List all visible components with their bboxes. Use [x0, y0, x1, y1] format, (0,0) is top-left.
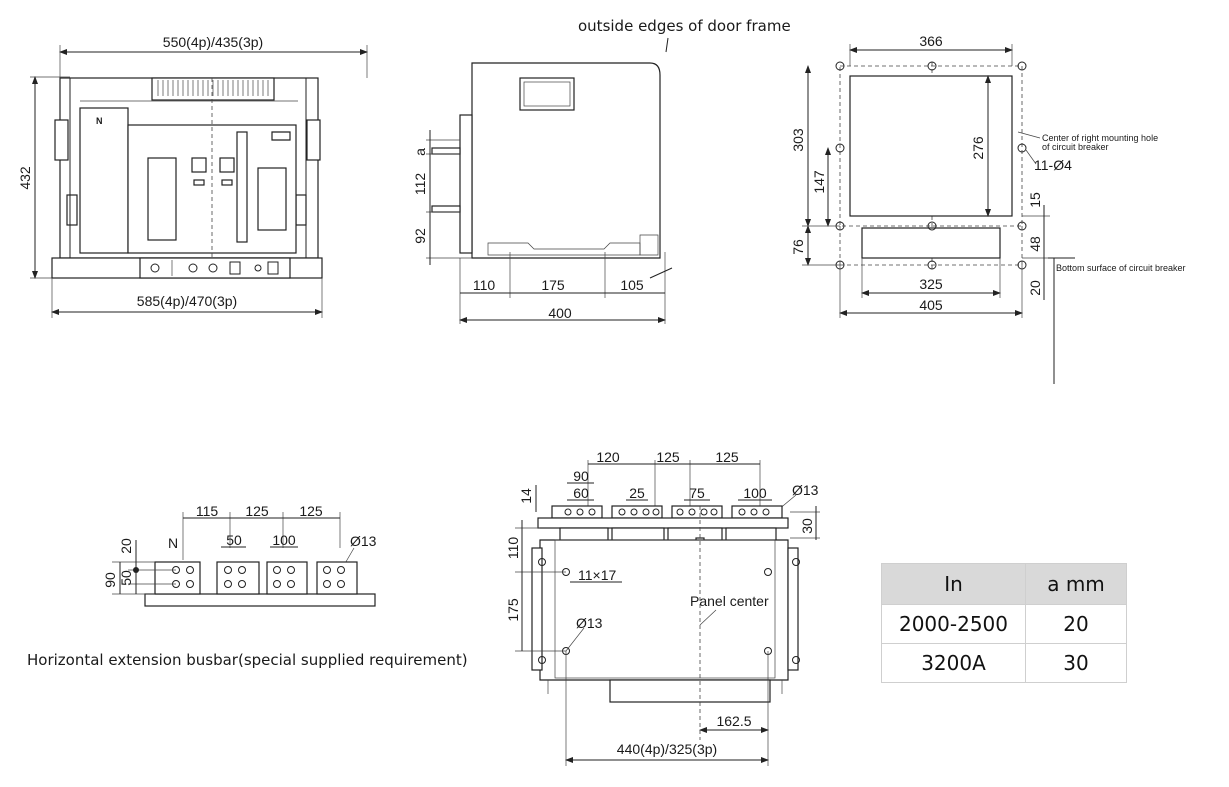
side-dim-105: 105: [620, 277, 644, 293]
mount-dim-15: 15: [1027, 192, 1043, 208]
mount-dim-147: 147: [811, 170, 827, 194]
panel-dim-125a: 125: [656, 449, 680, 465]
mounting-view: 366 303 147 76 276 15 48 20: [790, 33, 1186, 384]
side-dim-175: 175: [541, 277, 565, 293]
panel-dim-30: 30: [799, 518, 815, 534]
side-dim-400: 400: [548, 305, 572, 321]
mount-note-bottom: Bottom surface of circuit breaker: [1056, 263, 1186, 273]
mount-dim-405: 405: [919, 297, 943, 313]
mount-dim-76: 76: [790, 239, 806, 255]
mount-note-line2: of circuit breaker: [1042, 142, 1109, 152]
panel-dim-120: 120: [596, 449, 620, 465]
table-row: 3200A 30: [881, 643, 1127, 683]
busbar-dim-90: 90: [102, 572, 118, 588]
side-dim-112: 112: [412, 173, 428, 196]
spec-header-a: a mm: [1025, 563, 1127, 605]
panel-dim-125b: 125: [715, 449, 739, 465]
panel-dim-175: 175: [505, 598, 521, 622]
side-view: outside edges of door frame a 112 92 110…: [412, 17, 791, 324]
panel-center-label: Panel center: [690, 593, 769, 609]
panel-hole-top: Ø13: [792, 482, 819, 498]
spec-cell: 3200A: [881, 643, 1026, 683]
busbar-view: 115 125 125 50 100 N Ø13 20 90 50: [27, 503, 468, 669]
panel-view: 120 125 125 90 60 25 75 100 14 Ø13 30: [505, 449, 820, 766]
mount-dim-48: 48: [1027, 236, 1043, 252]
spec-table-header: In a mm: [881, 563, 1127, 605]
front-top-dim: 550(4p)/435(3p): [163, 34, 263, 50]
panel-dim-25: 25: [629, 485, 645, 501]
spec-header-in: In: [881, 563, 1026, 605]
mount-dim-20: 20: [1027, 280, 1043, 296]
busbar-dim-125a: 125: [245, 503, 269, 519]
busbar-dim-100: 100: [272, 532, 296, 548]
panel-dim-60: 60: [573, 485, 589, 501]
front-bottom-dim: 585(4p)/470(3p): [137, 293, 237, 309]
panel-hole-bottom: Ø13: [576, 615, 603, 631]
panel-bottom-dim: 440(4p)/325(3p): [617, 741, 717, 757]
busbar-dim-20: 20: [118, 538, 134, 554]
spec-cell: 2000-2500: [881, 604, 1026, 644]
door-frame-label: outside edges of door frame: [578, 17, 791, 35]
panel-dim-100: 100: [743, 485, 767, 501]
panel-dim-14: 14: [518, 488, 534, 504]
mount-dim-276: 276: [970, 136, 986, 160]
panel-dim-75: 75: [689, 485, 705, 501]
panel-slot: 11×17: [578, 567, 616, 583]
mount-dim-303: 303: [790, 128, 806, 152]
side-dim-92: 92: [412, 228, 428, 244]
spec-table: In a mm 2000-2500 20 3200A 30: [881, 563, 1127, 683]
busbar-dim-125b: 125: [299, 503, 323, 519]
panel-dim-110: 110: [505, 537, 521, 560]
busbar-dim-50: 50: [226, 532, 242, 548]
front-view: 550(4p)/435(3p) 432 N: [17, 34, 368, 318]
side-dim-110: 110: [473, 277, 496, 293]
panel-dim-90: 90: [573, 468, 589, 484]
side-dim-a: a: [412, 148, 428, 156]
front-height-dim: 432: [17, 166, 33, 190]
spec-cell: 30: [1025, 643, 1127, 683]
busbar-hole: Ø13: [350, 533, 377, 549]
busbar-neutral-label: N: [168, 535, 178, 551]
spec-cell: 20: [1025, 604, 1127, 644]
mount-dim-325: 325: [919, 276, 943, 292]
table-row: 2000-2500 20: [881, 604, 1127, 644]
panel-dim-162-5: 162.5: [716, 713, 751, 729]
busbar-dim-50v: 50: [118, 570, 134, 586]
mount-hole-spec: 11-Ø4: [1034, 157, 1072, 173]
busbar-caption: Horizontal extension busbar(special supp…: [27, 651, 468, 669]
mount-note-line1: Center of right mounting hole: [1042, 133, 1158, 143]
busbar-dim-115: 115: [196, 503, 219, 519]
mount-dim-366: 366: [919, 33, 943, 49]
front-neutral-label: N: [96, 116, 103, 126]
